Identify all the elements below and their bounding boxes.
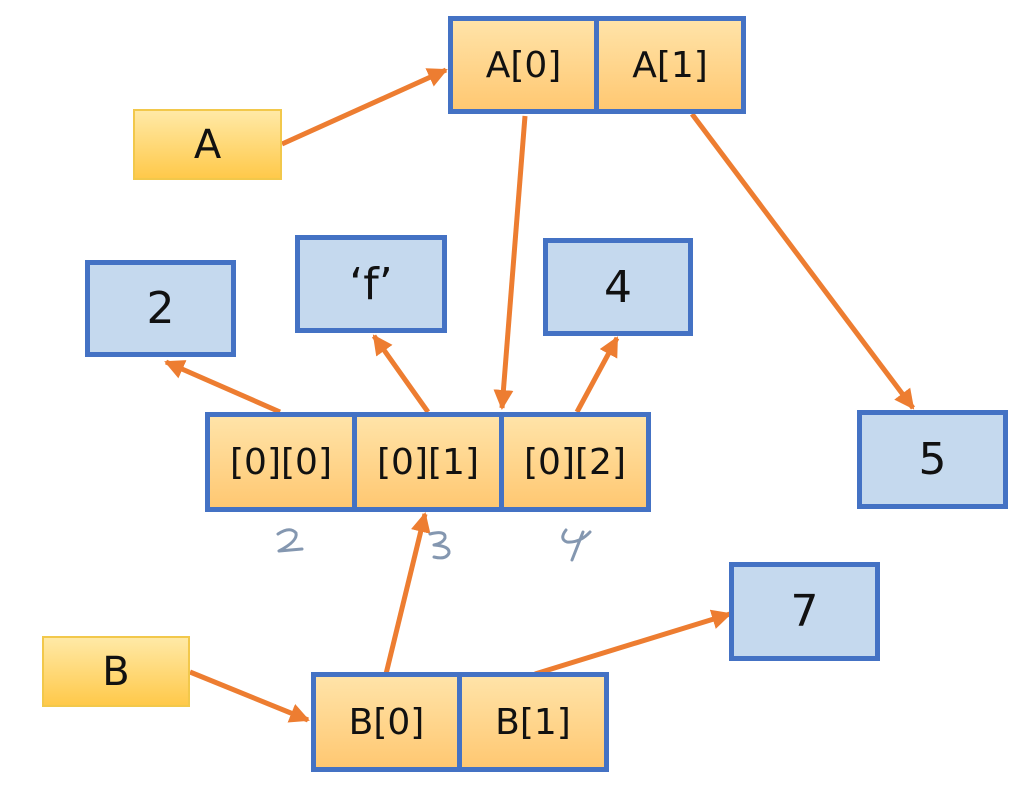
handwritten-note-3: [428, 531, 451, 560]
value-two: 2: [85, 260, 236, 357]
array-b-cell-1: B[1]: [457, 672, 609, 772]
inner-array-cell-0: [0][0]: [205, 412, 357, 512]
arrow-02-to-4: [574, 336, 620, 414]
arrow-a0-to-inner: [493, 115, 528, 410]
value-five: 5: [857, 410, 1008, 509]
value-f: ‘f’: [295, 235, 447, 333]
arrow-00-to-2: [164, 359, 282, 415]
arrow-a1-to-5: [690, 112, 915, 410]
arrow-b-to-array-b: [189, 669, 310, 723]
arrow-a-to-array-a: [280, 67, 448, 147]
array-a-cell-0: A[0]: [448, 16, 599, 114]
value-seven: 7: [729, 562, 880, 661]
variable-b: B: [42, 636, 190, 707]
arrow-01-to-f: [371, 334, 431, 414]
array-a-cell-1: A[1]: [594, 16, 746, 114]
handwritten-note-4: [561, 528, 592, 562]
handwritten-note-2: [276, 528, 304, 553]
variable-a: A: [133, 109, 282, 180]
arrow-b1-to-7: [534, 609, 732, 677]
inner-array-cell-2: [0][2]: [499, 412, 651, 512]
value-four: 4: [543, 238, 693, 336]
arrow-b0-to-inner: [383, 512, 431, 675]
inner-array-cell-1: [0][1]: [352, 412, 504, 512]
